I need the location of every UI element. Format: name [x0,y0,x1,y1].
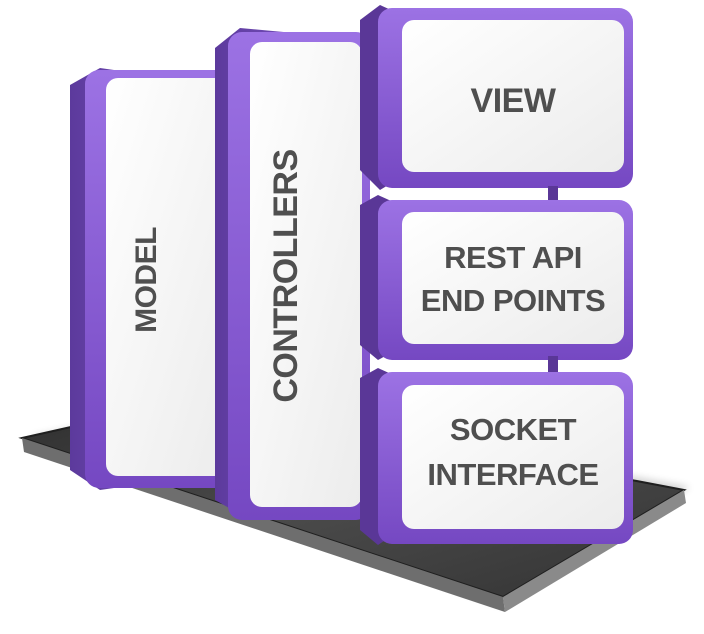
rest-socket-connector [548,356,558,374]
rest-api-line-1: REST API [444,240,582,275]
view-layer [360,5,633,190]
socket-line-1: SOCKET [449,412,577,447]
socket-line-2: INTERFACE [427,456,599,492]
rest-api-layer [360,195,633,360]
socket-label: SOCKET INTERFACE [402,408,624,498]
socket-layer [360,368,633,545]
model-label: MODEL [130,227,163,333]
controllers-layer [215,28,370,520]
controllers-label: CONTROLLERS [267,149,305,403]
view-rest-connector [548,186,558,204]
rest-api-line-2: END POINTS [420,283,606,319]
view-label: VIEW [470,82,556,120]
rest-api-label: REST API END POINTS [402,236,624,323]
model-layer [70,68,240,490]
